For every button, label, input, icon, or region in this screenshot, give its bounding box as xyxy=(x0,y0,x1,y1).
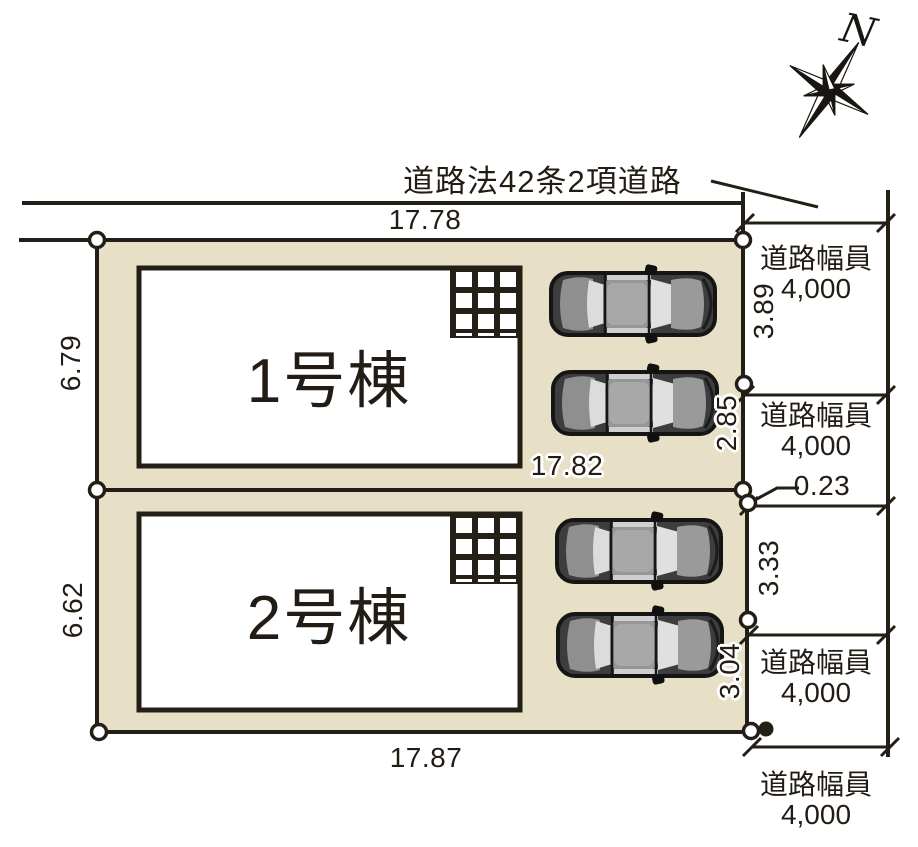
dimension-lot1-depth: 6.79 xyxy=(55,334,86,392)
car-icon xyxy=(549,261,717,347)
boundary-markers xyxy=(87,230,761,742)
road-edges xyxy=(19,190,890,757)
building-2-label: 2号棟 xyxy=(246,584,412,653)
dimension-top-frontage: 17.78 xyxy=(388,204,462,235)
balcony-grid-1 xyxy=(450,266,520,338)
dimension-lot1-bottom: 17.82 xyxy=(530,450,604,481)
road-width-label: 道路幅員 xyxy=(759,769,872,800)
road-width-value: 4,000 xyxy=(780,430,852,461)
dimension-lot2-depth: 6.62 xyxy=(57,581,88,639)
filled-boundary-marker xyxy=(758,721,774,737)
road-width-label: 道路幅員 xyxy=(759,400,872,431)
dimension-boundary-offset: 0.23 xyxy=(793,470,851,501)
road-width-block-3: 道路幅員 4,000 xyxy=(736,648,896,708)
road-width-value: 4,000 xyxy=(780,677,852,708)
dimension-lot2-bottom: 17.87 xyxy=(389,742,463,773)
road-width-block-4: 道路幅員 4,000 xyxy=(736,770,896,830)
road-width-block-1: 道路幅員 4,000 xyxy=(736,244,896,304)
road-law-leader-line xyxy=(710,179,819,209)
road-width-label: 道路幅員 xyxy=(759,243,872,274)
car-icon xyxy=(556,602,724,688)
road-law-label: 道路法42条2項道路 xyxy=(403,164,682,199)
road-width-block-2: 道路幅員 4,000 xyxy=(736,401,896,461)
offset-leader-line xyxy=(754,486,799,502)
building-1-label: 1号棟 xyxy=(246,347,412,416)
car-icon xyxy=(551,360,719,446)
road-width-value: 4,000 xyxy=(780,799,852,830)
compass-rose-icon xyxy=(789,42,869,138)
car-icon xyxy=(555,508,723,594)
road-width-value: 4,000 xyxy=(780,273,852,304)
dimension-lot2-right-upper: 3.33 xyxy=(753,539,784,597)
road-width-label: 道路幅員 xyxy=(759,647,872,678)
